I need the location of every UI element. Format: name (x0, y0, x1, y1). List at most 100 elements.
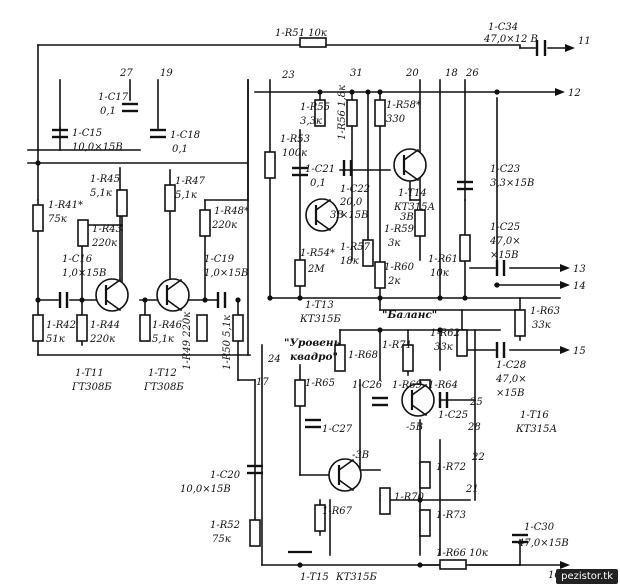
label-t13: 1-T13 (305, 300, 334, 311)
label-t12-value: ГТ308Б (143, 382, 184, 393)
resistor-r67 (314, 504, 326, 532)
capacitors (52, 40, 547, 544)
label-t14: 1-T14 (398, 188, 427, 199)
label-t13-value: КТ315Б (299, 314, 341, 325)
label-r45-value: 5,1к (90, 188, 112, 199)
resistor-r48 (199, 209, 211, 237)
label-r46-value: 5,1к (152, 334, 174, 345)
capacitor-c28 (495, 342, 506, 358)
label-r57-value: 18к (340, 256, 359, 267)
transistor-t11 (95, 278, 129, 312)
resistor-r44 (76, 314, 88, 342)
terminal-11: 11 (578, 36, 591, 47)
label-r66: 1-R66 10к (436, 548, 488, 559)
label-balans: "Баланс" (382, 309, 437, 321)
capacitor-c27 (305, 418, 321, 429)
resistor-r57 (362, 239, 374, 267)
label-r54: 1-R54* (300, 248, 335, 259)
resistor-r51 (299, 37, 327, 48)
terminal-16: 16 (548, 570, 561, 581)
label-r63-value: 33к (532, 320, 551, 331)
label-r73: 1-R73 (436, 510, 466, 521)
junction-27: 27 (119, 68, 133, 79)
label-t15-value: КТ315Б (335, 572, 377, 583)
capacitor-c20 (247, 464, 263, 475)
terminal-15: 15 (573, 346, 586, 357)
label-t16: 1-T16 (520, 410, 549, 421)
capacitor-c16 (58, 292, 69, 308)
label-c21-value: 0,1 (310, 178, 326, 189)
label-v3: 3В (400, 212, 414, 223)
resistor-r66 (439, 559, 467, 570)
label-c30-value: 47,0×15В (517, 538, 569, 549)
label-r47-value: 5,1к (175, 190, 197, 201)
label-c21: 1-C21 (305, 164, 335, 175)
label-r50: 1-R50 5,1к (222, 315, 233, 370)
junction-28: 28 (467, 422, 481, 433)
label-r65: 1-R65 (305, 378, 335, 389)
terminal-14: 14 (573, 281, 586, 292)
resistor-r54 (294, 259, 306, 287)
resistor-r53 (264, 151, 276, 179)
label-c25b: 1-C25 (438, 410, 468, 421)
label-r51: 1-R51 10к (275, 28, 327, 39)
label-r63: 1-R63 (530, 306, 560, 317)
labels: 11 12 13 14 15 16 27 19 23 31 20 18 26 2… (46, 22, 591, 583)
resistor-r63 (514, 309, 526, 337)
capacitor-c19 (216, 292, 227, 308)
capacitor-c34 (535, 40, 547, 56)
label-r62: 1-R62 (430, 328, 460, 339)
resistor-r41 (32, 204, 44, 232)
label-r69: 1-R69 (392, 380, 423, 391)
junction-17: 17 (256, 377, 269, 388)
label-r44-value: 220к (89, 334, 115, 345)
label-level-quadro-2: квадро" (290, 351, 338, 363)
transistor-t13 (305, 198, 339, 232)
label-c28-voltage: ×15В (496, 388, 524, 399)
label-m5v: -5В (406, 422, 423, 433)
label-r60: 1-R60 (384, 262, 415, 273)
resistor-r71 (402, 344, 414, 372)
transistor-t14 (393, 148, 427, 182)
transistor-t15 (328, 458, 362, 492)
label-r57: 1-R57 (340, 242, 371, 253)
label-r59: 1-R59 (384, 224, 415, 235)
capacitor-c25b (438, 392, 449, 408)
transistors (95, 148, 435, 492)
label-c19-value: 1,0×15В (204, 268, 248, 279)
label-c34-value: 47,0×12 В (483, 34, 538, 45)
label-r62-value: 33к (434, 342, 453, 353)
capacitor-c18 (150, 128, 166, 139)
label-r59-value: 3к (388, 238, 400, 249)
resistor-r60 (374, 261, 386, 289)
label-c25-value: 47,0× (489, 236, 521, 247)
terminal-arrows (555, 44, 575, 569)
label-c18-value: 0,1 (172, 144, 188, 155)
label-r53: 1-R53 (280, 134, 310, 145)
label-t16-value: КТ315А (515, 424, 557, 435)
label-c22-value: 20,0 (339, 197, 363, 208)
capacitor-c21 (292, 166, 308, 177)
capacitor-c23 (457, 180, 473, 191)
resistor-r55 (314, 99, 326, 127)
junction-24: 24 (267, 354, 281, 365)
junction-25: 25 (469, 397, 483, 408)
label-r64: 1-R64 (428, 380, 458, 391)
label-r45: 1-R45 (90, 174, 120, 185)
capacitor-c22 (342, 160, 353, 176)
label-t15: 1-T15 (300, 572, 329, 583)
capacitor-c25 (495, 260, 506, 276)
label-c16: 1-C16 (62, 254, 93, 265)
label-c23: 1-C23 (490, 164, 520, 175)
resistors (32, 37, 526, 570)
label-r55-value: 3,3к (300, 116, 322, 127)
resistor-r58 (374, 99, 386, 127)
label-c23-value: 3,3×15В (490, 178, 534, 189)
capacitor-c17 (122, 102, 138, 113)
resistor-r61 (459, 234, 471, 262)
label-r55: 1-R55 (300, 102, 330, 113)
label-c15-value: 10,0×15В (72, 142, 123, 153)
label-c17-value: 0,1 (100, 106, 116, 117)
resistor-r52 (249, 519, 261, 547)
